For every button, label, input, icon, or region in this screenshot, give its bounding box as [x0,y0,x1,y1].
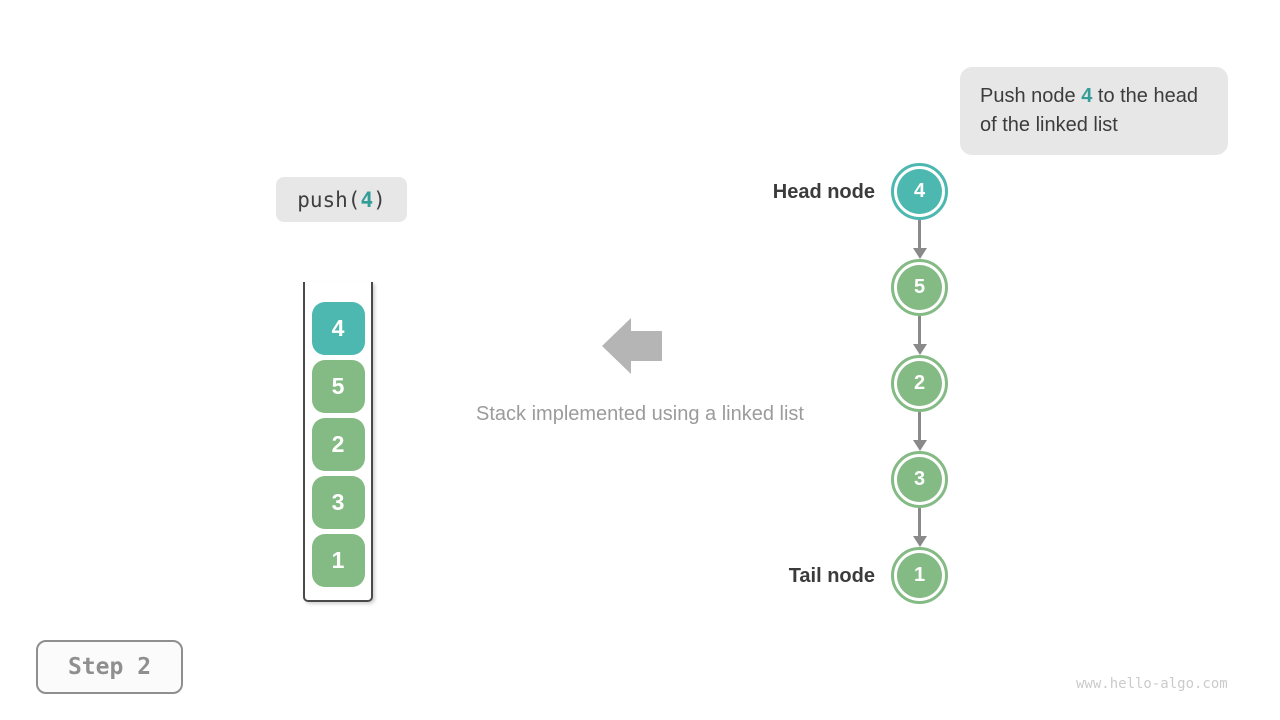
stack-node: 3 [311,476,365,529]
down-arrow-icon [912,508,927,547]
node-value: 1 [897,553,942,598]
callout-text-prefix: Push node [980,85,1082,107]
tail-node-label: Tail node [788,565,875,587]
linked-list-node-tail: 1 [891,547,948,604]
down-arrow-icon [912,316,927,355]
linked-list: 4 5 2 3 1 [891,163,948,604]
node-value: 5 [897,265,942,310]
stack-node-new: 4 [311,302,365,355]
down-arrow-icon [912,412,927,451]
code-suffix: ) [373,187,386,212]
push-operation-label: push(4) [276,177,407,222]
step-badge: Step 2 [36,640,183,694]
node-value: 3 [897,457,942,502]
head-node-label: Head node [772,181,875,203]
code-arg-value: 4 [360,187,374,212]
node-value: 2 [897,361,942,406]
down-arrow-icon [912,220,927,259]
callout-highlight-value: 4 [1081,85,1093,107]
callout-box: Push node 4 to the head of the linked li… [960,67,1228,155]
watermark-text: www.hello-algo.com [1076,676,1228,692]
stack-container: 4 5 2 3 1 [303,282,373,602]
linked-list-node: 2 [891,355,948,412]
node-value: 4 [897,169,942,214]
code-prefix: push( [297,187,361,212]
linked-list-node: 3 [891,451,948,508]
left-block-arrow-icon [602,318,662,374]
stack-node: 5 [311,360,365,413]
linked-list-node-head: 4 [891,163,948,220]
stack-node: 2 [311,418,365,471]
stack-node: 1 [311,534,365,587]
callout-text-suffix: to the head of the linked list [980,85,1198,136]
diagram-caption: Stack implemented using a linked list [476,403,804,425]
linked-list-node: 5 [891,259,948,316]
